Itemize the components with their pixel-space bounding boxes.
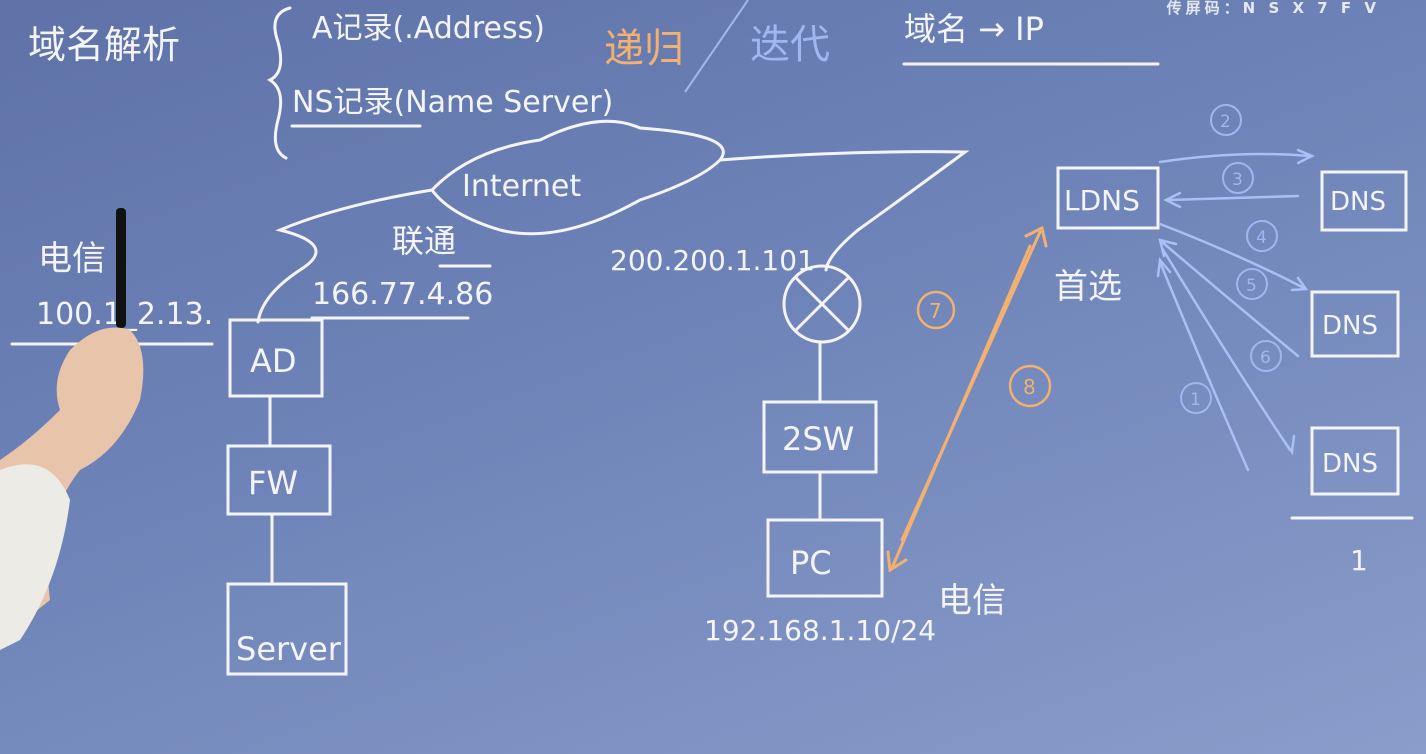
- pc-label: PC: [790, 544, 832, 582]
- dns-label-3: DNS: [1322, 449, 1378, 479]
- heading-title: 域名解析: [28, 23, 180, 67]
- arrow-ldns-dns3: [1160, 246, 1296, 456]
- step-6-circle: [1250, 340, 1282, 372]
- wan-ip: 200.200.1.101: [610, 244, 815, 277]
- recursive-text: 递归: [604, 26, 684, 72]
- step-2-label: 2: [1220, 112, 1231, 132]
- step-2-circle: [1210, 104, 1242, 136]
- pen-icon: [116, 208, 126, 328]
- step-7-circle: [916, 290, 956, 330]
- arrow-ldns-dns1: [1158, 148, 1315, 165]
- dns-box-2: [1310, 290, 1400, 358]
- step-4-label: 4: [1256, 228, 1267, 248]
- step-3-label: 3: [1232, 170, 1243, 190]
- server-box: [226, 582, 348, 676]
- step-5-label: 5: [1246, 276, 1257, 296]
- ad-label: AD: [250, 342, 297, 380]
- step-6-label: 6: [1260, 348, 1271, 368]
- dns-label-2: DNS: [1322, 311, 1378, 341]
- unicom-label: 联通: [392, 222, 456, 260]
- step-5-circle: [1236, 268, 1268, 300]
- fw-box: [226, 444, 332, 516]
- preferred-label: 首选: [1054, 267, 1122, 307]
- arrow-dns2-ldns: [1158, 238, 1300, 358]
- step-1-label: 1: [1190, 390, 1201, 410]
- share-code-watermark: 传屏码：N S X 7 F V: [1166, 0, 1380, 17]
- left-isp-label: 电信: [38, 239, 106, 279]
- pc-ip: 192.168.1.10/24: [704, 614, 936, 647]
- ns-record-text: NS记录(Name Server): [292, 85, 613, 120]
- ad-box: [228, 318, 324, 398]
- unicom-ip: 166.77.4.86: [312, 277, 493, 312]
- a-record-text: A记录(.Address): [312, 11, 545, 46]
- iterative-text: 迭代: [750, 22, 830, 68]
- dns-box-1: [1320, 170, 1408, 232]
- step-4-circle: [1246, 220, 1278, 252]
- dns-tree-mark: 1: [1350, 544, 1368, 577]
- step-8-label: 8: [1023, 375, 1036, 399]
- answer-arrow: [886, 244, 1032, 573]
- ldns-label: LDNS: [1064, 184, 1140, 217]
- sleeve-icon: [0, 464, 70, 650]
- switch-label: 2SW: [782, 420, 854, 458]
- link-cloud-router: [718, 150, 970, 272]
- slash-divider: [684, 0, 749, 93]
- server-label: Server: [236, 630, 342, 668]
- step-1-circle: [1180, 382, 1212, 414]
- brace: [266, 6, 292, 160]
- arrow-dns3-ldns: [1156, 256, 1250, 472]
- router-icon: [782, 264, 862, 344]
- step-7-label: 7: [929, 299, 942, 323]
- step-8-circle: [1008, 364, 1052, 408]
- arrow-ldns-dns2: [1158, 222, 1309, 292]
- dns-label-1: DNS: [1330, 187, 1386, 217]
- domain-to-ip-text: 域名 → IP: [904, 10, 1044, 48]
- fw-label: FW: [248, 464, 298, 502]
- dns-box-3: [1310, 426, 1400, 496]
- internet-label: Internet: [462, 169, 581, 204]
- pc-isp-label: 电信: [938, 581, 1006, 621]
- link-cloud-ad: [256, 188, 434, 324]
- arrow-dns1-ldns: [1163, 191, 1300, 209]
- pc-box: [766, 518, 884, 598]
- router-cross-b: [794, 276, 850, 332]
- ldns-box: [1056, 166, 1160, 230]
- step-3-circle: [1222, 162, 1254, 194]
